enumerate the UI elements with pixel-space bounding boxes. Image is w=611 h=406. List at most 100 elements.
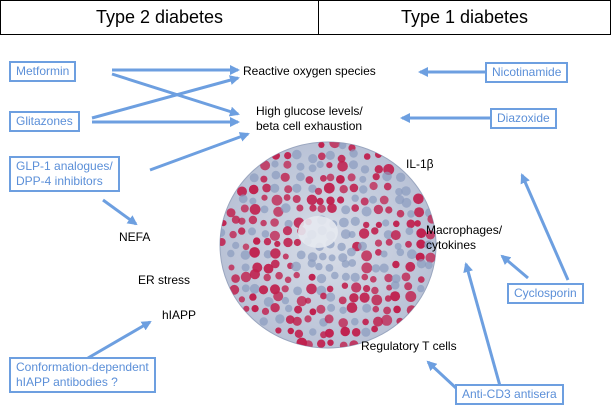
stained-cell <box>393 305 401 314</box>
cell-nucleus <box>249 283 260 294</box>
cell-nucleus <box>416 259 427 269</box>
stained-cell <box>375 249 382 256</box>
stained-cell <box>260 175 268 183</box>
cell-nucleus <box>360 165 370 174</box>
stained-cell <box>369 181 378 191</box>
glitazones-box[interactable]: Glitazones <box>9 111 80 132</box>
arrow-conformation-hiapp <box>87 320 152 360</box>
arrow-glitazones-ros <box>91 75 240 120</box>
cell-nucleus <box>249 197 257 205</box>
macrophages-line: Macrophages/ <box>426 223 503 237</box>
stained-cell <box>283 194 291 201</box>
stained-cell <box>373 316 383 327</box>
stained-cell <box>248 215 258 225</box>
cell-nucleus <box>240 250 251 260</box>
cyclosporin-box[interactable]: Cyclosporin <box>507 283 584 304</box>
stained-cell <box>340 326 351 337</box>
cell-nucleus <box>293 286 302 296</box>
stained-cell <box>372 305 380 313</box>
cell-nucleus <box>394 242 402 250</box>
stained-cell <box>282 226 293 236</box>
stained-cell <box>220 238 226 246</box>
stained-cell <box>296 204 304 212</box>
stained-cell <box>351 328 361 337</box>
cell-nucleus <box>369 195 377 204</box>
stained-cell <box>284 152 292 160</box>
stained-cell <box>384 273 393 283</box>
stained-cell <box>280 172 290 182</box>
stained-cell <box>338 296 347 305</box>
cell-nucleus <box>362 303 372 313</box>
stained-cell <box>390 230 401 241</box>
cell-nucleus <box>271 160 279 168</box>
arrow-glp1-glucose <box>149 132 250 172</box>
cell-nucleus <box>407 210 415 218</box>
stained-cell <box>349 293 359 303</box>
cell-nucleus <box>380 250 388 258</box>
cell-nucleus <box>241 284 250 293</box>
stained-cell <box>384 295 392 302</box>
stained-cell <box>309 308 317 316</box>
stained-cell <box>263 263 274 274</box>
stained-cell <box>390 291 401 302</box>
stained-cell <box>401 272 411 282</box>
conformation-antibodies-box[interactable]: Conformation-dependent hIAPP antibodies … <box>9 357 156 393</box>
cytokines-line: cytokines <box>426 238 477 252</box>
metformin-box[interactable]: Metformin <box>9 61 77 82</box>
glp1-line: GLP-1 analogues/ <box>16 159 113 173</box>
cell-nucleus <box>348 231 356 238</box>
stained-cell <box>304 315 312 323</box>
cell-nucleus <box>316 273 327 284</box>
stained-cell <box>336 175 345 184</box>
stained-cell <box>327 339 334 346</box>
cell-nucleus <box>383 230 393 240</box>
arrow-glp1-nefa <box>102 198 138 226</box>
cell-nucleus <box>331 271 339 280</box>
label-macrophages-cytokines: Macrophages/ cytokines <box>426 223 502 253</box>
label-hiapp: hIAPP <box>162 308 197 322</box>
cell-nucleus <box>340 229 351 240</box>
nicotinamide-box[interactable]: Nicotinamide <box>485 62 569 83</box>
cell-nucleus <box>308 184 317 193</box>
stained-cell <box>317 204 326 213</box>
stained-cell <box>338 318 349 328</box>
stained-cell <box>361 273 369 281</box>
anti-cd3-box[interactable]: Anti-CD3 antisera <box>455 384 564 405</box>
stained-cell <box>406 219 416 229</box>
cell-nucleus <box>325 150 335 160</box>
stained-cell <box>337 161 348 172</box>
stained-cell <box>326 285 334 293</box>
cell-nucleus <box>361 327 371 337</box>
stained-cell <box>414 207 425 218</box>
stained-cell <box>284 276 292 284</box>
stained-cell <box>351 282 362 293</box>
diazoxide-box[interactable]: Diazoxide <box>490 108 557 129</box>
stained-cell <box>292 195 301 203</box>
cell-nucleus <box>327 303 336 312</box>
stained-cell <box>337 196 345 204</box>
stained-cell <box>270 303 280 313</box>
stained-cell <box>396 209 405 218</box>
stained-cell <box>271 194 283 206</box>
stained-cell <box>341 282 349 289</box>
stained-cell <box>363 221 370 229</box>
stained-cell <box>242 243 250 251</box>
stained-cell <box>274 240 281 247</box>
arrow-anticd3-macrophages <box>463 262 502 387</box>
stained-cell <box>306 283 317 295</box>
stained-cell <box>327 203 337 213</box>
label-er-stress: ER stress <box>138 273 191 287</box>
stained-cell <box>229 230 237 239</box>
stained-cell <box>251 305 259 313</box>
cell-nucleus <box>382 171 392 182</box>
cell-nucleus <box>382 219 390 227</box>
cell-nucleus <box>424 240 433 250</box>
stained-cell <box>413 193 424 205</box>
cell-nucleus <box>338 142 347 150</box>
glp1-dpp4-box[interactable]: GLP-1 analogues/ DPP-4 inhibitors <box>9 156 120 192</box>
cell-nucleus <box>328 254 336 262</box>
stained-cell <box>363 153 371 160</box>
stained-cell <box>238 217 246 225</box>
cell-nucleus <box>417 284 425 293</box>
